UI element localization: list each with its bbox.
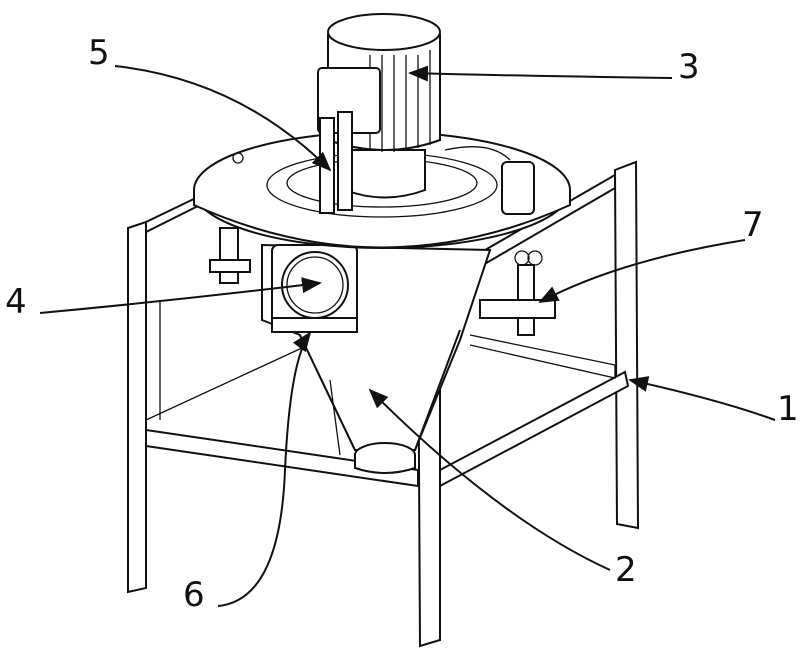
label-3: 3 [678, 47, 700, 87]
label-6: 6 [183, 575, 205, 615]
motor [317, 13, 535, 215]
leader-lines [39, 65, 776, 607]
label-7: 7 [742, 205, 764, 245]
label-4: 4 [5, 282, 27, 322]
label-1: 1 [777, 389, 799, 429]
label-5: 5 [88, 33, 110, 73]
viewing-window [271, 244, 358, 333]
label-2: 2 [615, 550, 637, 590]
